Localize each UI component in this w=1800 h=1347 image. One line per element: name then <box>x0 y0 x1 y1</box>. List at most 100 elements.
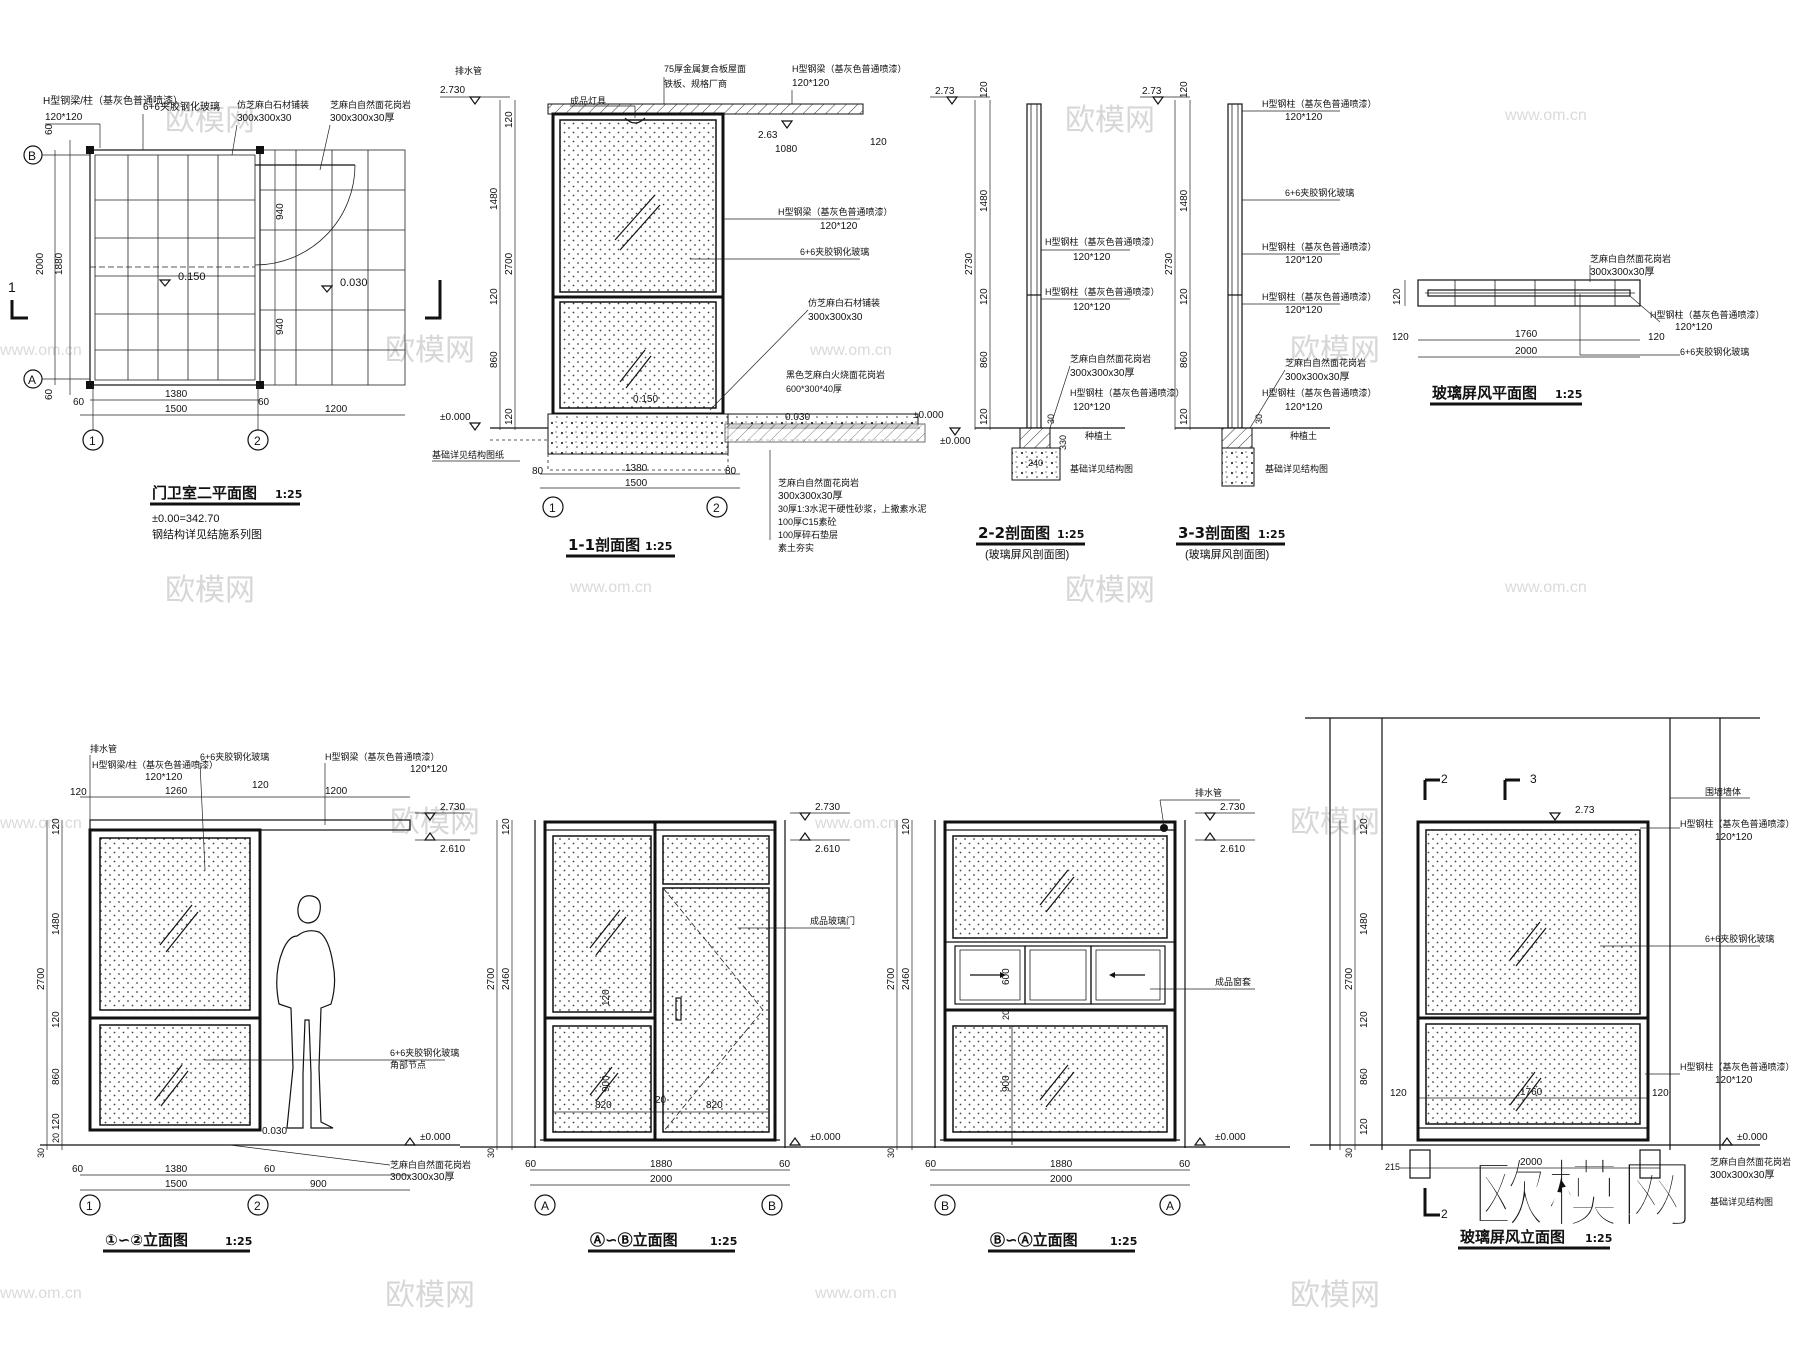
watermark-site: www.om.cn <box>814 815 897 832</box>
se-label-h-size: 120*120 <box>1715 832 1753 843</box>
se-dim: 215 <box>1385 1162 1400 1172</box>
eab-door-glass <box>662 887 770 1133</box>
se-dim: 2000 <box>1520 1157 1543 1168</box>
watermark-site: www.om.cn <box>0 815 82 832</box>
s11-title: 1-1剖面图 <box>568 536 640 554</box>
se-vdim: 860 <box>1359 1068 1370 1085</box>
s33-dim: 120 <box>1179 408 1190 425</box>
s33-label-soil: 种植土 <box>1290 430 1317 441</box>
s11-dim: 120 <box>504 408 515 425</box>
eba-vdim: 30 <box>886 1148 896 1158</box>
e12-label-h: H型钢梁/柱（基灰色普通喷漆） <box>92 759 218 770</box>
e12-vdim: 2700 <box>36 967 47 990</box>
s33-label-stone-size: 300x300x30厚 <box>1285 371 1350 383</box>
plan-column <box>256 381 264 389</box>
s11-scale: 1:25 <box>645 540 672 553</box>
plan-room-inner <box>94 154 256 381</box>
eab-title: Ⓐ∽Ⓑ立面图 <box>590 1231 678 1249</box>
section-1-1: 120 1480 2700 120 860 120 2.730 ±0.000 0… <box>432 63 944 558</box>
watermark-brand: 欧模网 <box>1290 805 1380 840</box>
e12-dim: 1260 <box>165 786 188 797</box>
eab-axis-b: B <box>768 1199 776 1213</box>
se-level-0: ±0.000 <box>1737 1132 1768 1143</box>
eba-label-window: 成品窗套 <box>1215 976 1251 987</box>
watermark-site: www.om.cn <box>569 579 652 596</box>
se-label-h2: H型钢柱（基灰色普通喷漆） <box>1680 1061 1795 1072</box>
section-3-3: 120 1480 2730 120 860 120 30 2.73 H型钢柱（基… <box>1140 81 1377 561</box>
sp-title: 玻璃屏风平面图 <box>1432 384 1537 402</box>
s11-level-150: 0.150 <box>633 394 658 405</box>
s33-footing <box>1221 447 1255 487</box>
sp-dim: 120 <box>1392 332 1409 343</box>
e12-vdim: 1480 <box>51 912 62 935</box>
plan-canopy-outline <box>259 149 406 386</box>
sp-label-stone: 芝麻白自然面花岗岩 <box>1590 253 1671 264</box>
s33-label-h4: H型钢柱（基灰色普通喷漆） <box>1262 387 1377 398</box>
se-vdim: 1480 <box>1359 912 1370 935</box>
watermark-site: www.om.cn <box>0 342 82 359</box>
watermark-site: www.om.cn <box>0 1285 82 1302</box>
s11-label-beam-size: 120*120 <box>792 78 830 89</box>
e12-vdim: 30 <box>36 1148 46 1158</box>
plan-canopy-grid <box>260 150 405 385</box>
s11-label-glass: 6+6夹胶钢化玻璃 <box>800 246 869 257</box>
eab-level-0: ±0.000 <box>810 1132 841 1143</box>
s22-subtitle: (玻璃屏风剖面图) <box>985 547 1069 561</box>
eba-level-273: 2.730 <box>1220 802 1245 813</box>
elevation-a-b: 成品玻璃门 2.730 2.610 ±0.000 120 2700 2460 1… <box>460 802 880 1253</box>
eab-scale: 1:25 <box>710 1235 737 1248</box>
s22-dim: 120 <box>979 81 990 98</box>
s22-dim: 2730 <box>964 252 975 275</box>
s11-lower-glass <box>559 301 717 409</box>
e12-vdim: 120 <box>51 818 62 835</box>
s33-dim: 1480 <box>1179 189 1190 212</box>
plan-dim: 60 <box>258 397 270 408</box>
sp-label-h-size: 120*120 <box>1675 322 1713 333</box>
e12-level-273: 2.730 <box>440 802 465 813</box>
e12-vdim: 120 <box>51 1011 62 1028</box>
eba-title: Ⓑ∽Ⓐ立面图 <box>990 1231 1078 1249</box>
s11-dim-120: 120 <box>870 137 887 148</box>
e12-vdim: 120 <box>51 1113 62 1130</box>
plan-dim: 1200 <box>325 404 348 415</box>
s33-label-h2: H型钢柱（基灰色普通喷漆） <box>1262 241 1377 252</box>
s33-subtitle: (玻璃屏风剖面图) <box>1185 547 1269 561</box>
e12-label-glass2: 6+6夹胶钢化玻璃 <box>390 1047 459 1058</box>
watermark-site: www.om.cn <box>1504 579 1587 596</box>
se-mark-2b: 2 <box>1441 1207 1448 1221</box>
s22-label-h: H型钢柱（基灰色普通喷漆） <box>1045 236 1160 247</box>
s11-dim: 80 <box>725 466 737 477</box>
se-vdim: 30 <box>1344 1148 1354 1158</box>
eab-door-handle <box>675 997 682 1021</box>
watermark-brand: 欧模网 <box>385 1278 475 1313</box>
s11-foundation <box>547 413 729 455</box>
s22-title: 2-2剖面图 <box>978 524 1050 542</box>
se-label-stone: 芝麻白自然面花岗岩 <box>1710 1156 1791 1167</box>
eab-dim: 820 <box>706 1100 723 1111</box>
watermarks: 欧模网 欧模网 www.om.cn www.om.cn 欧模网 www.om.c… <box>0 103 1695 1313</box>
eba-vdim: 2700 <box>886 967 897 990</box>
eba-dim: 2000 <box>1050 1174 1073 1185</box>
elevation-1-2: 排水管 H型钢梁/柱（基灰色普通喷漆） 120*120 6+6夹胶钢化玻璃 H型… <box>36 743 471 1253</box>
e12-label-hr: H型钢梁（基灰色普通喷漆） <box>325 751 440 762</box>
s33-level-top: 2.73 <box>1142 86 1162 97</box>
e12-dim: 120 <box>70 787 87 798</box>
plan-label-stone-size: 300x300x30 <box>237 113 292 124</box>
plan-label-stone2-size: 300x300x30厚 <box>330 112 395 124</box>
e12-dim: 900 <box>310 1179 327 1190</box>
se-label-wall: 围墙墙体 <box>1705 786 1741 797</box>
plan-axis-a: A <box>28 373 36 387</box>
watermark-logo: 欧模网 <box>1472 1152 1694 1238</box>
s11-buildup: 芝麻白自然面花岗岩 <box>778 477 859 488</box>
s22-post <box>1026 103 1042 429</box>
eba-lower-glass <box>952 1025 1168 1133</box>
eab-axis-a: A <box>541 1199 549 1213</box>
s11-label-steel: H型钢梁（基灰色普通喷漆） <box>778 206 893 217</box>
s11-level-0: ±0.000 <box>440 412 471 423</box>
eab-dim: 60 <box>779 1159 791 1170</box>
s33-label-base: 基础详见结构图 <box>1265 463 1328 474</box>
se-vdim: 120 <box>1359 1011 1370 1028</box>
eab-dim: 2000 <box>650 1174 673 1185</box>
e12-vdim: 20 <box>51 1133 61 1143</box>
plan-scale: 1:25 <box>275 488 302 501</box>
